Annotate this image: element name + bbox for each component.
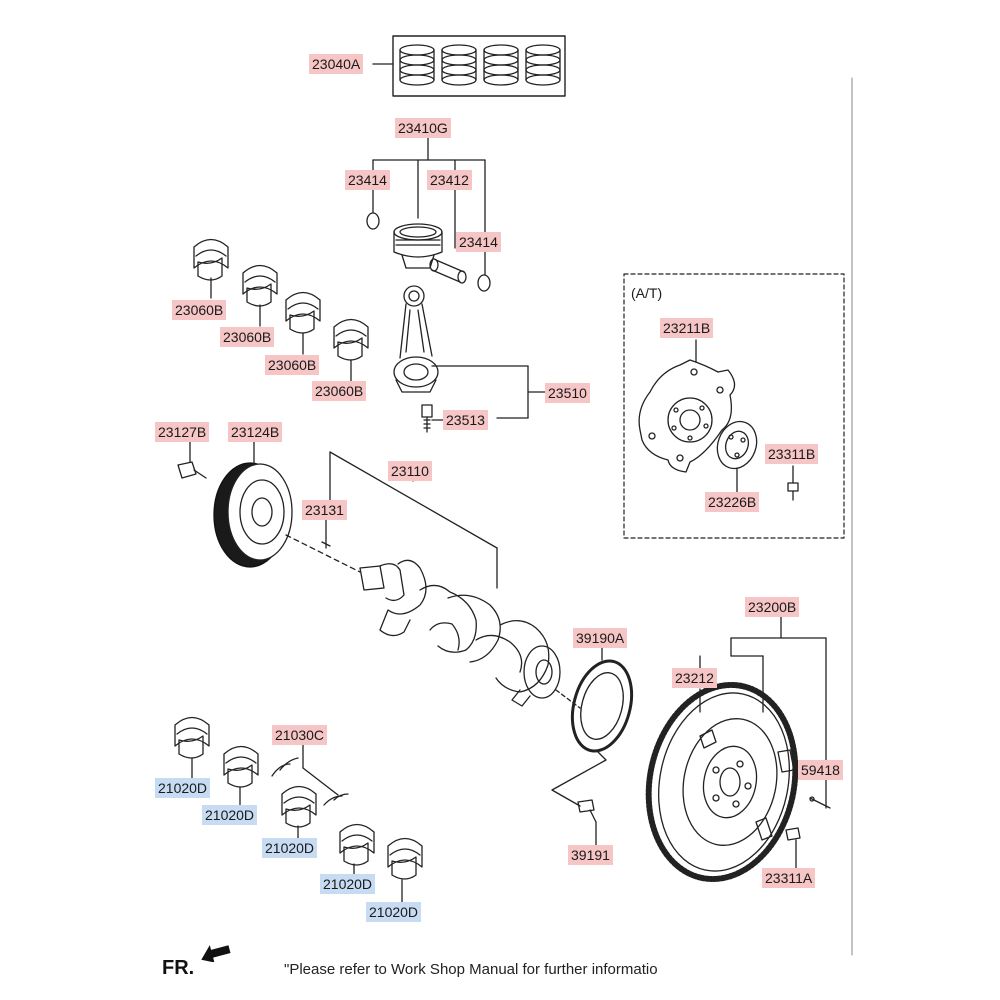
piston-pin[interactable] xyxy=(429,258,467,284)
front-direction-label: FR. xyxy=(162,957,195,979)
main-bearing-2[interactable] xyxy=(223,745,259,806)
label-pulley-bolt[interactable]: 23127B xyxy=(155,422,210,442)
label-crankshaft[interactable]: 23110 xyxy=(388,461,432,481)
label-conrod-bearing-3[interactable]: 23060B xyxy=(265,355,320,375)
label-main-bearing-3[interactable]: 21020D xyxy=(262,838,318,858)
drive-plate-bolt[interactable] xyxy=(787,465,799,501)
label-snap-ring-right[interactable]: 23414 xyxy=(456,232,501,252)
piston[interactable] xyxy=(393,223,443,269)
conrod-bearing-1[interactable] xyxy=(193,238,229,299)
label-at-option: (A/T) xyxy=(631,285,663,301)
flywheel-leader-lines xyxy=(699,615,827,809)
label-thrust-bearing[interactable]: 21030C xyxy=(272,725,328,745)
label-target-wheel-bolt[interactable]: 39191 xyxy=(568,845,613,865)
conrod-bearing-4[interactable] xyxy=(333,318,369,382)
workshop-manual-note: "Please refer to Work Shop Manual for fu… xyxy=(284,961,658,978)
at-option-box xyxy=(623,273,845,539)
main-bearing-3[interactable] xyxy=(281,785,317,839)
main-bearing-5[interactable] xyxy=(387,837,423,903)
snap-ring-left[interactable] xyxy=(366,212,380,230)
label-drive-plate-bolt[interactable]: 23311B xyxy=(765,444,819,464)
label-snap-ring-left[interactable]: 23414 xyxy=(345,170,390,190)
main-bearing-4[interactable] xyxy=(339,823,375,875)
flywheel-bolt[interactable] xyxy=(785,827,801,869)
target-wheel-bolt[interactable] xyxy=(577,799,597,846)
adapter-plate[interactable] xyxy=(711,416,763,493)
label-conrod-bearing-1[interactable]: 23060B xyxy=(172,300,227,320)
conrod-bolt[interactable] xyxy=(421,404,433,433)
crankshaft[interactable] xyxy=(285,534,581,709)
label-crank-pulley[interactable]: 23124B xyxy=(228,422,283,442)
thrust-bearing-halves[interactable] xyxy=(271,744,349,806)
label-flywheel[interactable]: 23212 xyxy=(672,668,717,688)
label-drive-plate[interactable]: 23211B xyxy=(660,318,714,338)
pulley-bolt[interactable] xyxy=(177,441,207,479)
label-piston-pin[interactable]: 23412 xyxy=(427,170,472,190)
drive-plate[interactable] xyxy=(638,339,736,473)
crank-pulley[interactable] xyxy=(213,441,293,568)
conrod-bearing-2[interactable] xyxy=(242,264,278,327)
flywheel[interactable] xyxy=(631,671,813,893)
label-dowel-pin[interactable]: 59418 xyxy=(798,760,843,780)
label-flywheel-bolt[interactable]: 23311A xyxy=(762,868,816,888)
label-conrod-bearing-2[interactable]: 23060B xyxy=(220,327,275,347)
snap-ring-right[interactable] xyxy=(477,274,491,292)
label-conrod-assy[interactable]: 23510 xyxy=(545,383,590,403)
dowel-pin[interactable] xyxy=(809,796,831,809)
label-adapter-plate[interactable]: 23226B xyxy=(705,492,760,512)
label-flywheel-assy[interactable]: 23200B xyxy=(745,597,800,617)
piston-leader-lines xyxy=(372,137,486,276)
piston-ring-set[interactable] xyxy=(372,35,566,97)
label-piston-assy[interactable]: 23410G xyxy=(395,118,451,138)
label-conrod-bolt[interactable]: 23513 xyxy=(443,410,488,430)
connecting-rod[interactable] xyxy=(393,285,439,393)
label-main-bearing-1[interactable]: 21020D xyxy=(155,778,211,798)
label-main-bearing-4[interactable]: 21020D xyxy=(320,874,376,894)
front-arrow-icon xyxy=(201,945,231,962)
target-wheel[interactable] xyxy=(551,645,641,807)
conrod-bearing-3[interactable] xyxy=(285,291,321,355)
crankshaft-key[interactable] xyxy=(321,541,331,547)
label-main-bearing-5[interactable]: 21020D xyxy=(366,902,422,922)
label-crankshaft-key[interactable]: 23131 xyxy=(302,500,347,520)
conrod-leader-lines xyxy=(431,365,546,421)
label-main-bearing-2[interactable]: 21020D xyxy=(202,805,258,825)
label-piston-ring-set[interactable]: 23040A xyxy=(309,54,364,74)
label-conrod-bearing-4[interactable]: 23060B xyxy=(312,381,367,401)
main-bearing-1[interactable] xyxy=(174,716,210,779)
label-target-wheel[interactable]: 39190A xyxy=(573,628,628,648)
